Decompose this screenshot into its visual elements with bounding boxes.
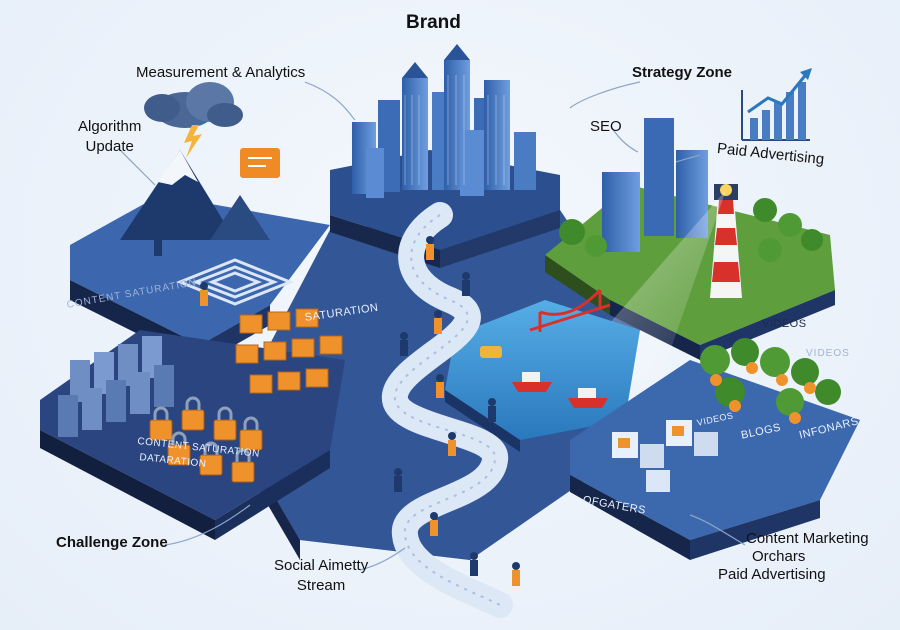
maze-icon: [175, 258, 295, 306]
algorithm-update-line2: Update: [85, 138, 134, 155]
algorithm-update-line1: Algorithm: [78, 118, 142, 135]
chat-bubble-icon: [240, 148, 280, 178]
content-cubes: [612, 420, 718, 492]
social-stream-line2: Stream: [296, 577, 346, 594]
content-platform: [570, 338, 860, 560]
videos-ghost-label: VIDEOS: [806, 348, 850, 359]
orchars-label: Orchars: [752, 548, 806, 565]
challenge-platform: [40, 308, 345, 540]
strategy-zone-label: Strategy Zone: [632, 64, 733, 81]
server-racks: [58, 336, 174, 437]
padlock-icons: [149, 396, 263, 483]
paid-advertising-bottom-label: Paid Advertising: [718, 566, 826, 583]
social-stream-label: Social Aimetty Stream: [274, 556, 368, 596]
storm-cloud-icon: [144, 82, 243, 158]
lighthouse-icon: [710, 184, 742, 298]
content-marketing-label: Content Marketing: [746, 530, 869, 547]
skyscrapers: [352, 44, 536, 198]
measurement-analytics-label: Measurement & Analytics: [136, 64, 306, 81]
leader-lines: [119, 81, 746, 571]
boat-icons: [512, 372, 608, 408]
brand-city-platform: [330, 44, 560, 268]
challenge-zone-label: Challenge Zone: [56, 534, 168, 551]
videos-label: VIDEOS: [762, 318, 807, 330]
saturation-blocks: [235, 308, 343, 394]
social-stream-line1: Social Aimetty: [274, 557, 369, 574]
brand-label: Brand: [406, 12, 461, 33]
people: [154, 232, 520, 586]
bridge-icon: [529, 288, 611, 332]
seo-label: SEO: [590, 118, 622, 135]
growth-chart-icon: [741, 68, 812, 141]
central-field: [230, 210, 640, 560]
orchard-trees: [700, 338, 841, 424]
algorithm-update-label: Algorithm Update: [78, 117, 141, 157]
trees: [559, 198, 823, 262]
